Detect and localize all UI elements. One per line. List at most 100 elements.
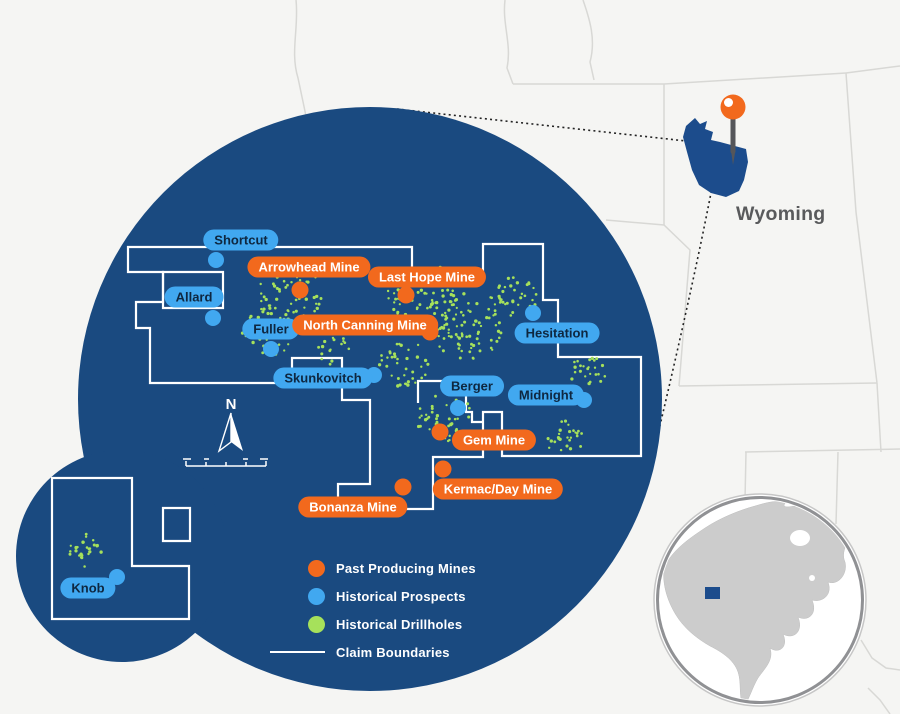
drillhole-dot bbox=[315, 306, 319, 311]
drillhole-dot bbox=[458, 356, 462, 360]
drillhole-dot bbox=[579, 444, 583, 448]
drillhole-dot bbox=[428, 305, 432, 309]
drillhole-dot bbox=[453, 417, 457, 421]
legend-label: Claim Boundaries bbox=[336, 644, 450, 660]
drillhole-dot bbox=[418, 407, 422, 410]
drillhole-dot bbox=[330, 359, 334, 363]
drillhole-dot bbox=[446, 288, 450, 292]
drillhole-dot bbox=[491, 348, 494, 351]
drillhole-dot bbox=[460, 349, 463, 353]
drillhole-dot bbox=[467, 309, 470, 312]
drillhole-dot bbox=[470, 346, 473, 350]
drillhole-dot bbox=[331, 336, 335, 340]
drillhole-dot bbox=[392, 307, 396, 312]
drillhole-dot bbox=[594, 373, 598, 376]
drillhole-dot bbox=[450, 422, 454, 426]
drillhole-dot bbox=[487, 316, 491, 320]
drillhole-dot bbox=[278, 290, 281, 293]
drillhole-dot bbox=[298, 279, 302, 282]
drillhole-dot bbox=[447, 334, 451, 338]
drillhole-dot bbox=[462, 314, 465, 317]
drillhole-dot bbox=[566, 436, 569, 439]
drillhole-dot bbox=[589, 372, 592, 376]
drillhole-dot bbox=[347, 347, 351, 351]
label-berger: Berger bbox=[440, 375, 504, 397]
drillhole-dot bbox=[478, 349, 482, 353]
drillhole-dot bbox=[576, 359, 579, 363]
drillhole-dot bbox=[447, 424, 450, 428]
drillhole-dot bbox=[493, 303, 497, 306]
drillhole-dot bbox=[449, 335, 453, 339]
drillhole-dot bbox=[520, 292, 524, 296]
drillhole-dot bbox=[395, 342, 399, 346]
drillhole-dot bbox=[573, 365, 577, 369]
drillhole-dot bbox=[553, 440, 557, 444]
drillhole-dot bbox=[292, 310, 295, 314]
drillhole-dot bbox=[411, 370, 415, 374]
drillhole-dot bbox=[568, 430, 572, 434]
drillhole-dot bbox=[494, 324, 498, 327]
drillhole-dot bbox=[474, 319, 478, 323]
drillhole-dot bbox=[515, 281, 520, 285]
mine-marker-last-hope-mine bbox=[397, 286, 415, 304]
drillhole-dot bbox=[423, 358, 428, 363]
drillhole-dot bbox=[454, 333, 458, 336]
drillhole-dot bbox=[475, 301, 479, 306]
drillhole-dot bbox=[447, 331, 450, 335]
globe-location-marker bbox=[705, 587, 720, 599]
drillhole-dot bbox=[501, 289, 505, 294]
drillhole-dot bbox=[443, 300, 447, 304]
drillhole-dot bbox=[92, 543, 96, 547]
drillhole-dot bbox=[416, 343, 420, 347]
drillhole-dot bbox=[493, 309, 497, 313]
drillhole-dot bbox=[260, 299, 263, 303]
drillhole-dot bbox=[471, 356, 475, 360]
drillhole-dot bbox=[294, 309, 298, 313]
prospect-marker-berger bbox=[450, 400, 466, 416]
drillhole-dot bbox=[476, 332, 480, 336]
drillhole-dot bbox=[595, 357, 599, 361]
drillhole-dot bbox=[269, 311, 273, 316]
drillhole-dot bbox=[557, 432, 561, 436]
drillhole-dot bbox=[519, 296, 523, 300]
drillhole-dot bbox=[451, 289, 454, 293]
drillhole-dot bbox=[343, 341, 347, 345]
drillhole-dot bbox=[432, 291, 435, 295]
drillhole-dot bbox=[443, 311, 447, 315]
drillhole-dot bbox=[398, 303, 401, 306]
drillhole-dot bbox=[433, 311, 437, 316]
drillhole-dot bbox=[87, 547, 91, 551]
drillhole-dot bbox=[495, 339, 499, 343]
drillhole-dot bbox=[416, 290, 420, 294]
drillhole-dot bbox=[396, 311, 399, 315]
drillhole-dot bbox=[304, 297, 308, 301]
drillhole-dot bbox=[251, 340, 255, 345]
drillhole-dot bbox=[328, 362, 332, 366]
drillhole-dot bbox=[575, 434, 579, 438]
drillhole-dot bbox=[88, 550, 92, 554]
drillhole-dot bbox=[249, 314, 253, 318]
drillhole-dot bbox=[565, 444, 569, 448]
drillhole-dot bbox=[425, 292, 428, 295]
drillhole-dot bbox=[459, 310, 463, 314]
drillhole-dot bbox=[273, 306, 277, 310]
drillhole-dot bbox=[460, 323, 464, 327]
drillhole-dot bbox=[271, 282, 275, 286]
drillhole-dot bbox=[447, 308, 451, 312]
drillhole-dot bbox=[582, 365, 585, 368]
drillhole-dot bbox=[579, 364, 582, 368]
drillhole-dot bbox=[388, 351, 392, 355]
drillhole-dot bbox=[84, 535, 88, 538]
drillhole-dot bbox=[289, 302, 293, 306]
drillhole-dot bbox=[472, 323, 476, 327]
drillhole-dot bbox=[503, 285, 507, 289]
state-borders bbox=[293, 0, 900, 714]
drillhole-dot bbox=[457, 336, 462, 340]
drillhole-dot bbox=[587, 381, 591, 386]
legend-swatch-dot bbox=[308, 559, 325, 577]
label-hesitation: Hesitation bbox=[514, 322, 600, 344]
drillhole-dot bbox=[82, 540, 85, 544]
drillhole-dot bbox=[320, 357, 323, 361]
drillhole-dot bbox=[393, 301, 396, 304]
claim-boundary bbox=[126, 242, 643, 511]
